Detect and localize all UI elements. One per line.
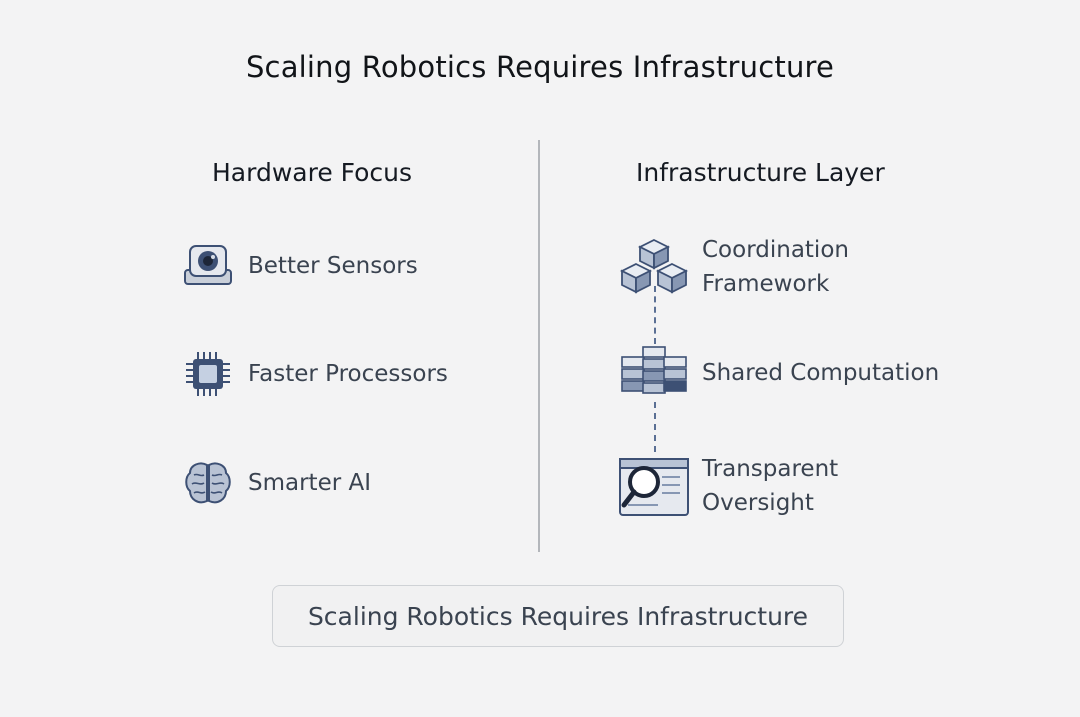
item-smarter-ai: Smarter AI <box>182 457 371 509</box>
hardware-focus-heading: Hardware Focus <box>212 158 412 187</box>
item-label: Faster Processors <box>248 357 448 391</box>
brain-icon <box>182 457 234 509</box>
item-label: Better Sensors <box>248 249 418 283</box>
item-shared-computation: Shared Computation <box>618 343 939 403</box>
item-label: Transparent Oversight <box>702 452 932 520</box>
column-divider <box>538 140 540 552</box>
footer-text: Scaling Robotics Requires Infrastructure <box>308 602 808 631</box>
item-label: Shared Computation <box>702 356 939 390</box>
item-transparent-oversight: Transparent Oversight <box>618 452 932 520</box>
camera-sensor-icon <box>182 240 234 292</box>
footer-banner: Scaling Robotics Requires Infrastructure <box>272 585 844 647</box>
diagram-title: Scaling Robotics Requires Infrastructure <box>0 50 1080 84</box>
magnifier-document-icon <box>618 455 690 517</box>
infrastructure-layer-heading: Infrastructure Layer <box>636 158 885 187</box>
dashed-connector <box>654 402 656 452</box>
item-coordination-framework: Coordination Framework <box>618 233 932 301</box>
item-label: Smarter AI <box>248 466 371 500</box>
item-faster-processors: Faster Processors <box>182 348 448 400</box>
cubes-icon <box>618 237 690 297</box>
item-better-sensors: Better Sensors <box>182 240 418 292</box>
chip-icon <box>182 348 234 400</box>
server-stacks-icon <box>618 343 690 403</box>
item-label: Coordination Framework <box>702 233 932 301</box>
